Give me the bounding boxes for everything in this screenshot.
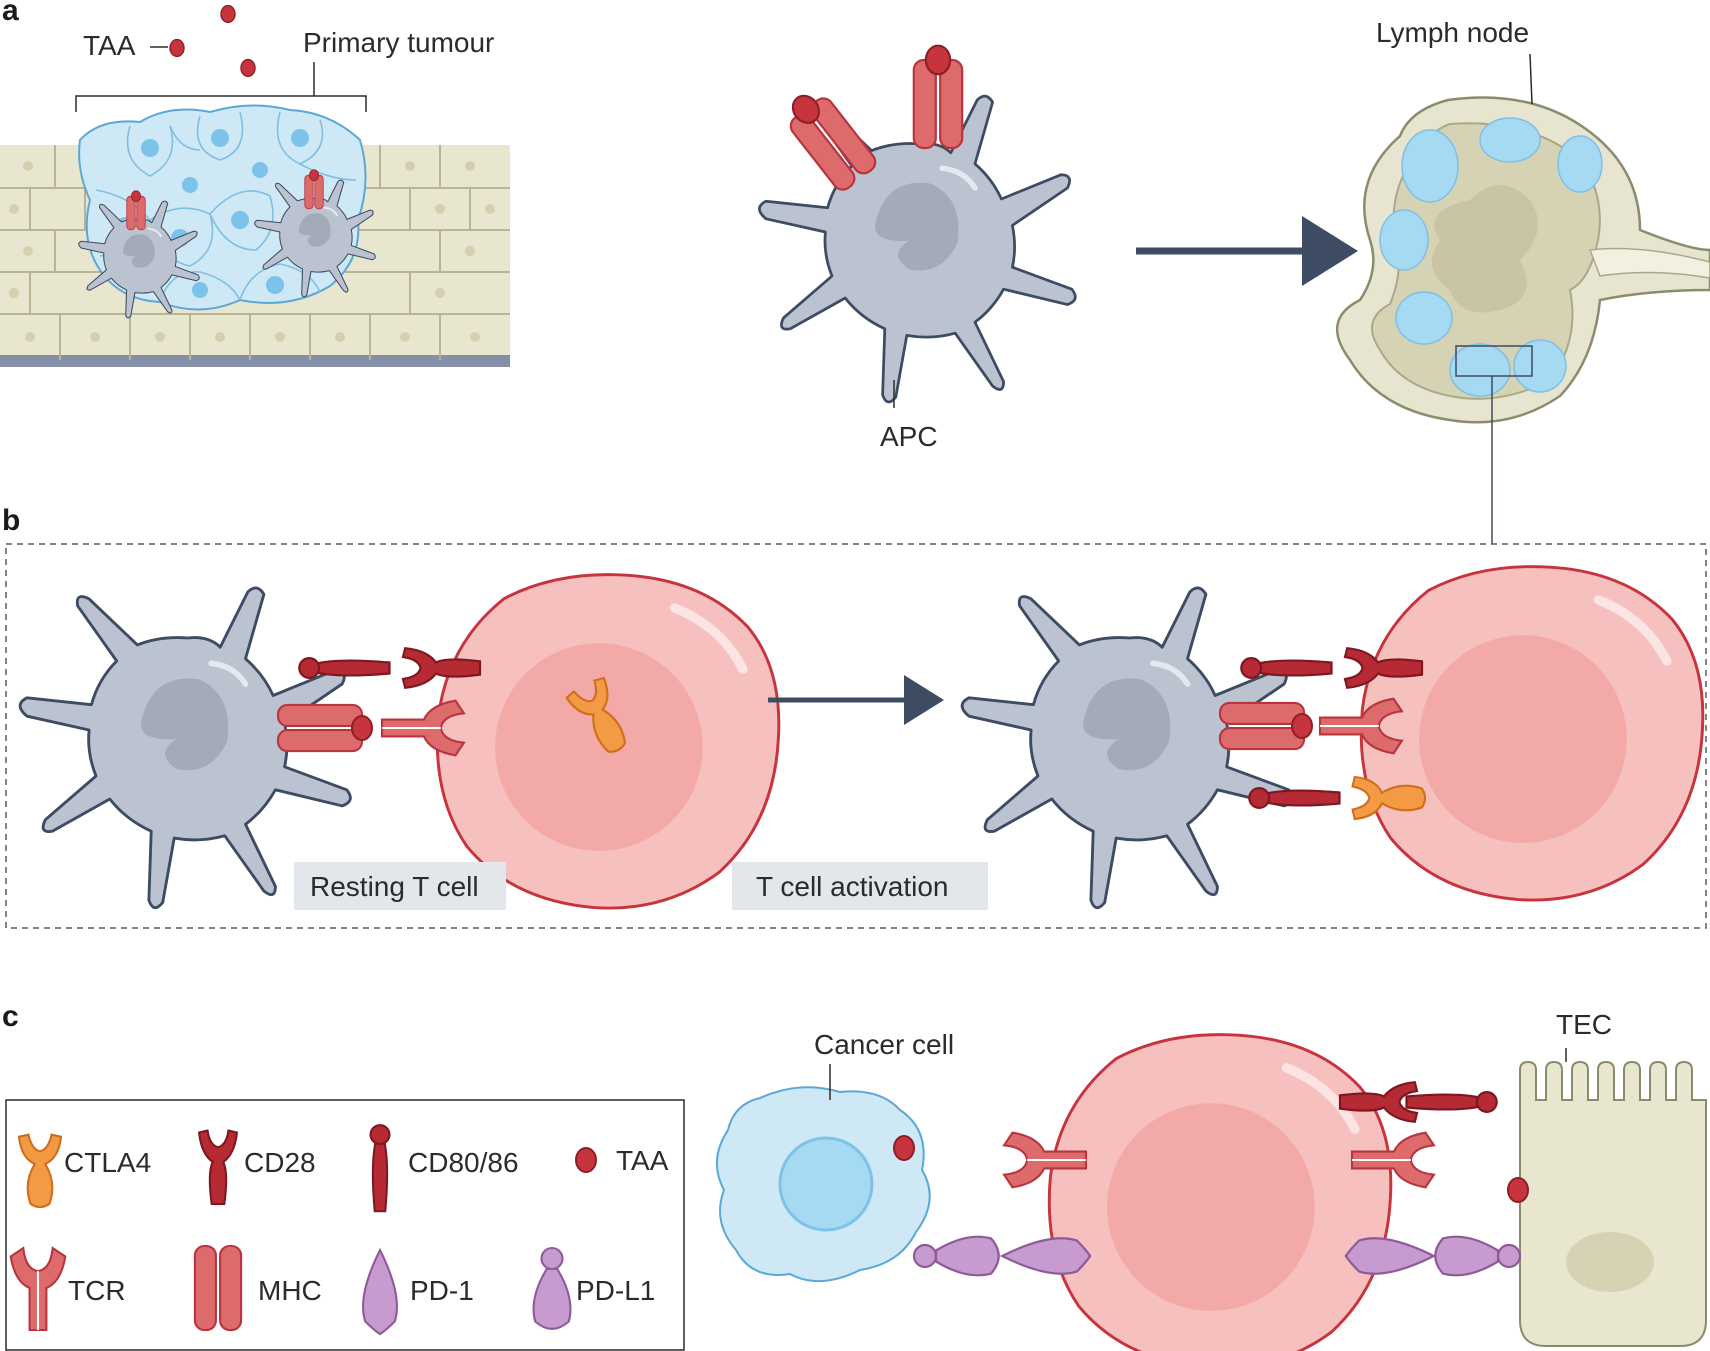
t-cell-activated xyxy=(1361,567,1703,900)
cd80-86-molecule xyxy=(298,656,391,680)
cancer-cell xyxy=(715,1086,931,1283)
legend-label-pd1: PD-1 xyxy=(410,1275,474,1306)
label-tec: TEC xyxy=(1556,1009,1612,1040)
label-resting-t-cell: Resting T cell xyxy=(310,871,479,902)
panel-label-c: c xyxy=(2,1000,19,1033)
panel-label-b: b xyxy=(2,504,20,537)
lymph-node xyxy=(1335,96,1710,424)
label-taa: TAA xyxy=(83,30,136,61)
legend-label-pdl1: PD-L1 xyxy=(576,1275,655,1306)
pdl1-molecule xyxy=(1434,1235,1522,1277)
t-cell-activation-box xyxy=(732,862,988,910)
legend-label-cd28: CD28 xyxy=(244,1147,316,1178)
taa-dot xyxy=(1507,1177,1529,1203)
label-primary-tumour: Primary tumour xyxy=(303,27,494,58)
pd1-molecule xyxy=(1344,1237,1435,1275)
pdl1-molecule xyxy=(912,1235,1000,1277)
cd80-86-molecule xyxy=(1405,1090,1498,1114)
taa-dot xyxy=(169,38,185,58)
label-cancer-cell: Cancer cell xyxy=(814,1029,954,1060)
legend: CTLA4 CD28 CD80/86 TAA TCR MHC PD-1 PD-L… xyxy=(5,1099,685,1351)
label-t-cell-activation: T cell activation xyxy=(756,871,948,902)
cd80-86-molecule xyxy=(1240,656,1333,680)
taa-icon xyxy=(575,1147,597,1173)
mhc-molecule xyxy=(276,703,364,753)
tec-cell xyxy=(1519,1060,1707,1347)
apc-mhc-taa xyxy=(914,46,962,148)
legend-label-tcr: TCR xyxy=(68,1275,126,1306)
taa-dot xyxy=(893,1135,915,1161)
taa-dot xyxy=(1291,713,1313,739)
panel-b-frame xyxy=(5,543,1707,929)
cd80-86-icon xyxy=(369,1124,391,1213)
taa-dot xyxy=(351,715,373,741)
legend-label-taa: TAA xyxy=(616,1145,669,1176)
panel-label-a: a xyxy=(2,0,19,27)
label-apc: APC xyxy=(880,421,938,452)
cd80-86-molecule xyxy=(1248,786,1341,810)
label-lymph-node: Lymph node xyxy=(1376,17,1529,48)
taa-dot xyxy=(220,4,236,24)
t-cell-effector xyxy=(1049,1035,1391,1351)
legend-label-ctla4: CTLA4 xyxy=(64,1147,151,1178)
legend-label-cd80-86: CD80/86 xyxy=(408,1147,519,1178)
taa-dot xyxy=(240,58,256,78)
bracket-primary-tumour xyxy=(75,62,367,112)
legend-label-mhc: MHC xyxy=(258,1275,322,1306)
pd1-molecule xyxy=(1001,1237,1092,1275)
leader-lymph-node xyxy=(1529,53,1533,105)
resting-t-cell-box xyxy=(294,862,506,910)
